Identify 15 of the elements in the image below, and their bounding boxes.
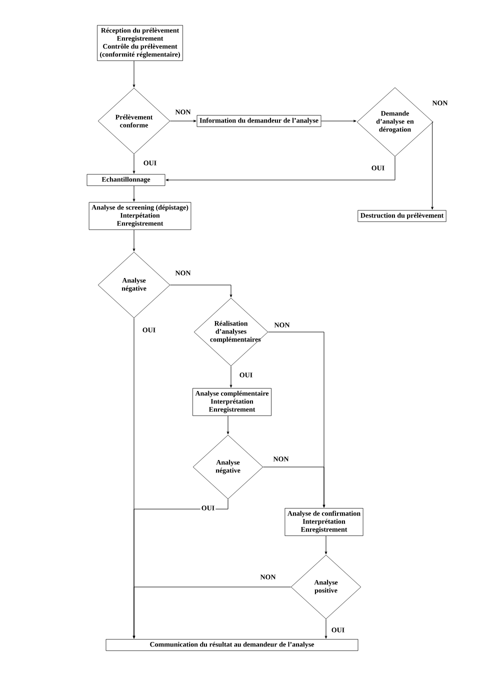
arrow	[230, 366, 232, 388]
arrow	[320, 120, 356, 122]
arrow	[226, 416, 230, 434]
arrow	[132, 186, 136, 202]
arrow	[132, 60, 136, 88]
arrow	[132, 230, 136, 252]
arrow	[132, 154, 136, 174]
arrow	[132, 586, 292, 639]
arrow	[324, 618, 328, 639]
arrow	[170, 120, 196, 122]
arrow	[431, 122, 434, 210]
arrow	[166, 156, 396, 182]
arrow	[262, 466, 326, 508]
arrow	[324, 536, 328, 554]
arrow	[170, 284, 232, 298]
